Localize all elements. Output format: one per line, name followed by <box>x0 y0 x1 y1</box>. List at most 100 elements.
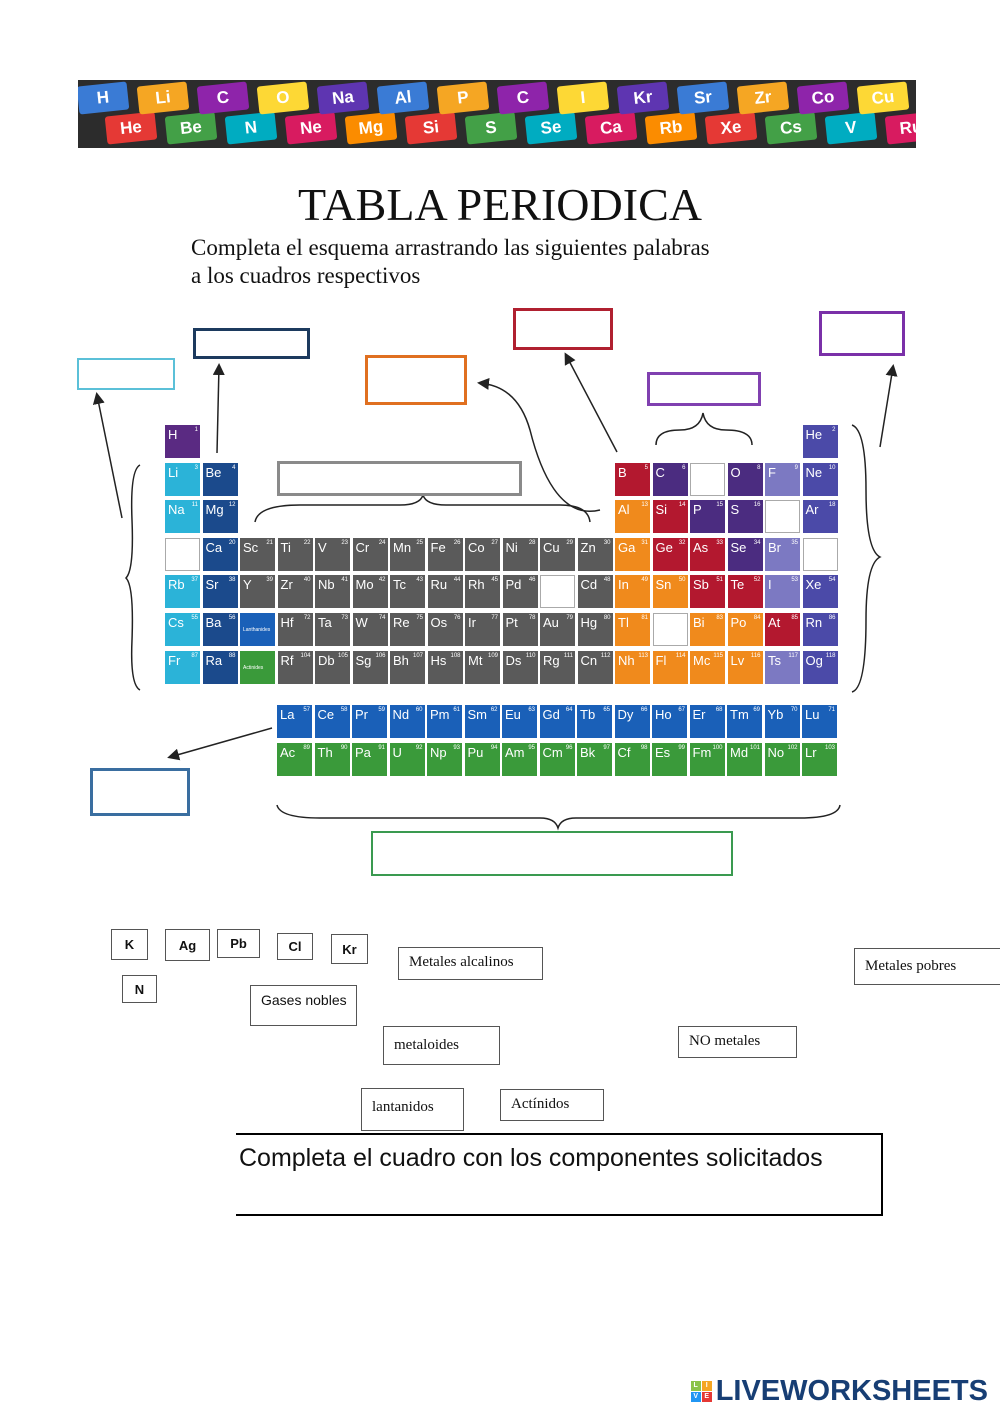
atomic-number: 23 <box>341 539 348 546</box>
drag-tile-actinidos[interactable]: Actínidos <box>500 1089 604 1121</box>
atomic-number: 99 <box>678 745 685 751</box>
instructions-line-2: a los cuadros respectivos <box>191 263 421 288</box>
drag-tile-lantanidos[interactable]: lantanidos <box>361 1088 464 1131</box>
atomic-number: 108 <box>450 652 461 659</box>
atomic-number: 1 <box>194 427 198 433</box>
element-symbol: Ti <box>280 539 291 555</box>
atomic-number: 74 <box>378 615 386 621</box>
element-symbol: Ta <box>318 615 332 630</box>
atomic-number: 24 <box>378 539 386 546</box>
atomic-number: 16 <box>753 502 761 509</box>
liveworksheets-logo: L I V E LIVEWORKSHEETS <box>690 1375 988 1408</box>
blank-drop-cell[interactable] <box>540 575 575 609</box>
element-symbol: I <box>768 577 772 593</box>
element-symbol: Dy <box>617 707 634 722</box>
answer-box-poor-metals[interactable] <box>365 355 467 405</box>
series-label: Actinides <box>243 664 264 671</box>
element-symbol: Fe <box>430 539 446 555</box>
element-symbol: Al <box>618 502 630 518</box>
blank-drop-cell[interactable] <box>765 500 800 534</box>
blank-drop-cell[interactable] <box>165 537 200 571</box>
arrow-lanthanides <box>167 727 273 761</box>
element-symbol: Mc <box>693 652 711 668</box>
brace-inner-transition <box>276 804 841 831</box>
atomic-number: 94 <box>490 745 498 751</box>
element-symbol: Ni <box>505 539 518 555</box>
drag-tile-pb[interactable]: Pb <box>217 929 260 958</box>
atomic-number: 3 <box>194 464 198 471</box>
drag-tile-metales-alcalinos[interactable]: Metales alcalinos <box>398 947 543 980</box>
answer-box-noble-gases[interactable] <box>819 311 905 356</box>
brace-left <box>124 464 141 691</box>
blank-drop-cell[interactable] <box>690 462 725 496</box>
blank-drop-cell[interactable] <box>802 537 838 571</box>
element-symbol: Cm <box>542 745 563 760</box>
drag-tile-k[interactable]: K <box>111 929 148 960</box>
atomic-number: 106 <box>375 652 386 659</box>
element-symbol: Am <box>505 745 525 760</box>
drag-tile-ag[interactable]: Ag <box>165 929 210 961</box>
answer-box-nonmetals[interactable] <box>647 372 761 406</box>
drag-tile-gases-nobles[interactable]: Gases nobles <box>250 985 357 1026</box>
element-symbol: F <box>768 464 776 480</box>
element-symbol: Cu <box>543 539 560 555</box>
atomic-number: 118 <box>825 652 836 659</box>
logo-text: LIVEWORKSHEETS <box>715 1375 988 1407</box>
element-symbol: Rh <box>468 577 485 593</box>
element-symbol: Es <box>655 745 671 760</box>
drag-tile-metales-pobres[interactable]: Metales pobres <box>854 948 1000 985</box>
atomic-number: 46 <box>528 577 536 584</box>
atomic-number: 54 <box>828 577 836 584</box>
atomic-number: 64 <box>565 707 573 713</box>
answer-box-alkali-metals[interactable] <box>77 358 175 390</box>
answer-box-actinides[interactable] <box>371 831 733 876</box>
answer-box-transition-metals[interactable] <box>277 461 522 496</box>
element-symbol: Po <box>730 615 747 630</box>
atomic-number: 21 <box>266 539 273 546</box>
drag-tile-metaloides[interactable]: metaloides <box>383 1026 500 1065</box>
drag-tile-cl[interactable]: Cl <box>277 933 313 960</box>
element-symbol: V <box>318 539 327 555</box>
answer-box-lanthanides[interactable] <box>90 768 190 816</box>
atomic-number: 25 <box>416 539 423 546</box>
element-symbol: Au <box>543 615 559 630</box>
atomic-number: 79 <box>566 615 573 621</box>
element-symbol: At <box>768 615 781 630</box>
element-symbol: S <box>730 502 740 518</box>
diagram-arrows-braces <box>92 352 898 831</box>
answer-box-metalloids[interactable] <box>513 308 613 350</box>
element-symbol: Sg <box>355 652 372 668</box>
drag-tile-no-metales[interactable]: NO metales <box>678 1026 797 1058</box>
atomic-number: 116 <box>750 652 761 659</box>
blank-drop-cell[interactable] <box>652 613 688 646</box>
answer-box-alkaline-earth[interactable] <box>193 328 310 359</box>
drag-tile-n[interactable]: N <box>122 975 157 1003</box>
drag-tile-kr[interactable]: Kr <box>331 934 368 964</box>
atomic-number: 20 <box>228 539 236 546</box>
element-symbol: Lu <box>805 707 820 722</box>
